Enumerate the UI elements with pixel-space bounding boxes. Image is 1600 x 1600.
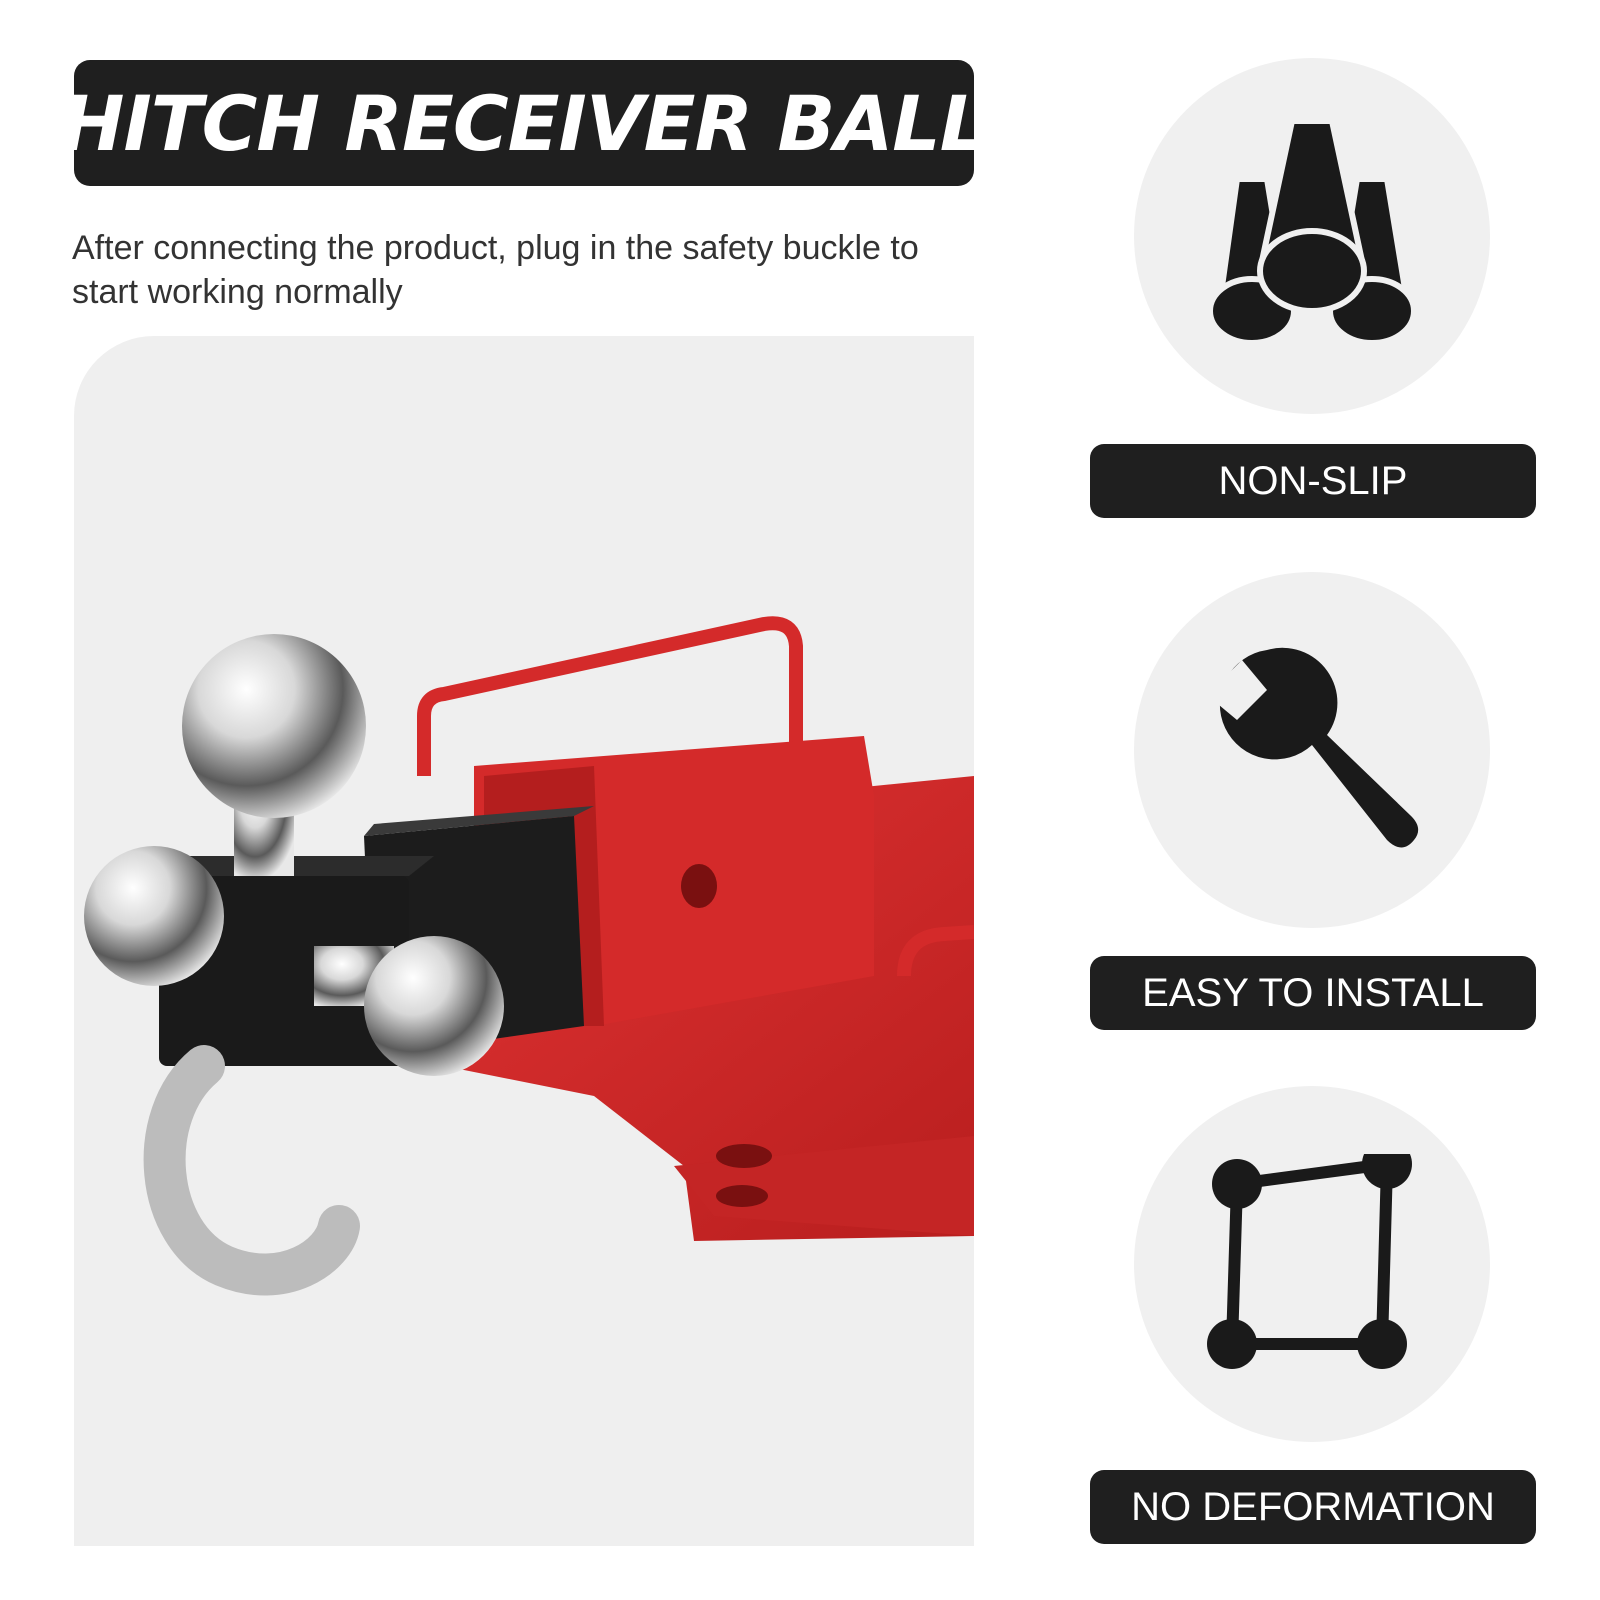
feature-label-non-slip: NON-SLIP [1090, 444, 1536, 518]
hitch-balls [84, 634, 504, 1076]
page-title: HITCH RECEIVER BALL [60, 78, 988, 168]
product-photo [74, 336, 974, 1546]
red-handle [417, 616, 803, 776]
wrench-icon [1207, 647, 1419, 848]
hitch-product-illustration [84, 616, 974, 1296]
feature-label-easy-install: EASY TO INSTALL [1090, 956, 1536, 1030]
feature-icon-circle-no-deformation [1134, 1086, 1490, 1442]
frame-icon [1207, 1154, 1412, 1369]
feature-icon-circle-non-slip [1134, 58, 1490, 414]
feature-label-no-deformation: NO DEFORMATION [1090, 1470, 1536, 1544]
pipes-icon [1212, 121, 1412, 346]
tow-hook [143, 1045, 360, 1296]
red-side-handle [897, 925, 974, 977]
title-banner: HITCH RECEIVER BALL [61, 60, 988, 186]
feature-icon-circle-easy-install [1134, 572, 1490, 928]
subtitle-text: After connecting the product, plug in th… [72, 229, 919, 311]
